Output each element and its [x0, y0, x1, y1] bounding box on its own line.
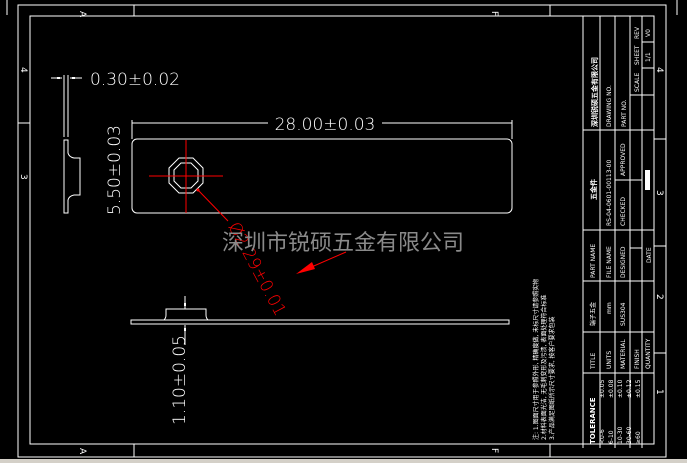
part-no-label: PART NO. — [621, 99, 628, 127]
part-number: RS-04-0601-00113-00 — [606, 160, 613, 226]
title-value: 端子五金 — [589, 302, 597, 326]
side-view-profile — [51, 75, 82, 214]
material-value: SUS304 — [620, 302, 627, 326]
rev-label: REV — [634, 26, 641, 39]
file-name-label: FILE NAME — [606, 246, 613, 278]
title-label: TITLE — [590, 353, 597, 370]
watermark: 深圳市锐硕五金有限公司 — [222, 231, 464, 256]
tolerance-value: ±0.08 — [608, 379, 615, 398]
part-title: 五金件 — [589, 179, 598, 200]
checked-label: CHECKED — [620, 197, 627, 226]
length-dimension: 28.00±0.03 — [275, 115, 376, 135]
rev-value: V0 — [645, 29, 652, 37]
zone-label: 4 — [18, 67, 28, 73]
tolerance-value: ±0.12 — [626, 379, 633, 398]
tolerance-label: TOLERANCE — [589, 397, 597, 444]
zone-label: F — [489, 11, 499, 16]
drawing-no-label: DRAWING NO. — [606, 85, 613, 127]
tolerance-range: 10-30 — [617, 426, 624, 444]
company-name: 深圳锐硕五金有限公司 — [590, 57, 599, 127]
width-dimension: 5.50±0.03 — [105, 125, 125, 215]
approved-label: APPROVED — [620, 143, 627, 176]
zone-label: A — [77, 448, 87, 455]
zone-label: F — [489, 448, 499, 453]
zone-label: 2 — [654, 294, 664, 300]
quantity-label: QUANTITY — [645, 338, 652, 369]
date-label: DATE — [646, 247, 653, 263]
outer-border — [17, 4, 667, 458]
finish-label: FINISH — [634, 349, 641, 369]
tolerance-range: 6-10 — [608, 430, 615, 444]
units-label: UNITS — [606, 351, 613, 369]
arrow-head — [296, 262, 315, 274]
sheet-label: SHEET — [634, 45, 641, 65]
title-block — [582, 16, 654, 448]
status-strip — [0, 459, 687, 463]
units-value: mm — [606, 302, 613, 314]
note-line: 注: 1.图面尺寸用于参照外形, 精确度做, 未标尺寸请参照实物 — [532, 279, 540, 440]
designed-label: DESIGNED — [620, 246, 627, 278]
zone-label: 4 — [654, 67, 664, 73]
zone-label: 1 — [654, 389, 664, 395]
tolerance-range: 30-60 — [626, 426, 633, 444]
leader-line — [197, 189, 229, 222]
leader-dot — [196, 188, 200, 192]
plate-top-view — [131, 138, 513, 214]
height-dimension: 1.10±0.05 — [170, 335, 190, 425]
hole-inner — [173, 162, 199, 189]
tolerance-value: ±0.05 — [599, 379, 606, 398]
material-label: MATERIAL — [620, 339, 627, 369]
scale-label: SCALE — [634, 73, 641, 92]
zone-label: 3 — [18, 174, 28, 180]
part-name-label: PART NAME — [590, 244, 597, 278]
sheet-value: 1/1 — [645, 52, 652, 62]
zone-label: A — [77, 11, 87, 18]
thickness-dimension: 0.30±0.02 — [90, 70, 180, 90]
zone-label: 3 — [654, 190, 664, 196]
tolerance-value: ±0.15 — [635, 379, 642, 398]
note-line: 2.材料表面光洁, 无毛刺变形及污渍, 表面处理符合标准 — [540, 295, 548, 440]
front-view-profile — [130, 296, 510, 345]
hole-outer — [168, 157, 204, 194]
tolerance-value: ±0.10 — [617, 379, 624, 398]
tolerance-range: <0-6 — [599, 429, 606, 444]
note-line: 3.产品满足图纸所示尺寸要求, 按客户要求包装 — [548, 316, 556, 440]
tolerance-table: <0-6 ±0.05 6-10 ±0.08 10-30 ±0.10 30-60 … — [599, 379, 642, 444]
tolerance-range: ≥60 — [635, 431, 642, 444]
